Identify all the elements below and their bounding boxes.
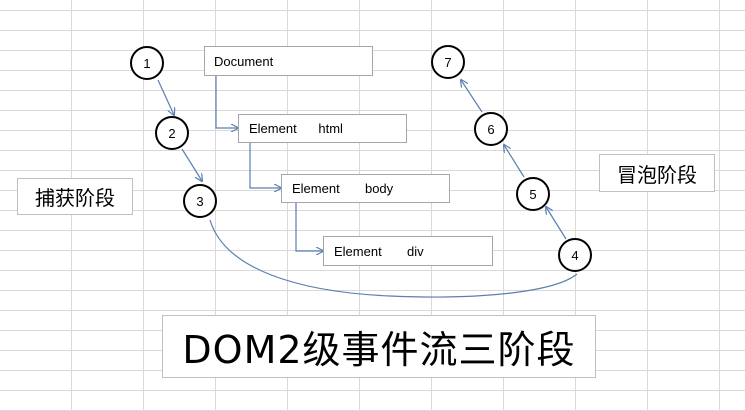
capture-phase-label: 捕获阶段 [17, 178, 133, 215]
node-html: Element html [238, 114, 407, 143]
step-1-label: 1 [143, 55, 151, 71]
node-html-label: Element html [249, 121, 343, 136]
node-div: Element div [323, 236, 493, 266]
node-body: Element body [281, 174, 450, 203]
node-document-label: Document [214, 53, 274, 69]
step-3-label: 3 [196, 193, 204, 209]
node-div-label: Element div [334, 243, 424, 259]
step-2-label: 2 [168, 125, 176, 141]
node-body-label: Element body [292, 181, 394, 196]
step-5: 5 [516, 177, 550, 211]
step-2: 2 [155, 116, 189, 150]
diagram-title: DOM2级事件流三阶段 [162, 315, 596, 378]
step-7: 7 [431, 45, 465, 79]
step-3: 3 [183, 184, 217, 218]
step-4: 4 [558, 238, 592, 272]
node-document: Document [204, 46, 373, 76]
step-7-label: 7 [444, 54, 452, 70]
step-6-label: 6 [487, 121, 495, 137]
step-4-label: 4 [571, 247, 579, 263]
step-5-label: 5 [529, 186, 537, 202]
step-1: 1 [130, 46, 164, 80]
bubble-phase-label: 冒泡阶段 [599, 154, 715, 192]
step-6: 6 [474, 112, 508, 146]
